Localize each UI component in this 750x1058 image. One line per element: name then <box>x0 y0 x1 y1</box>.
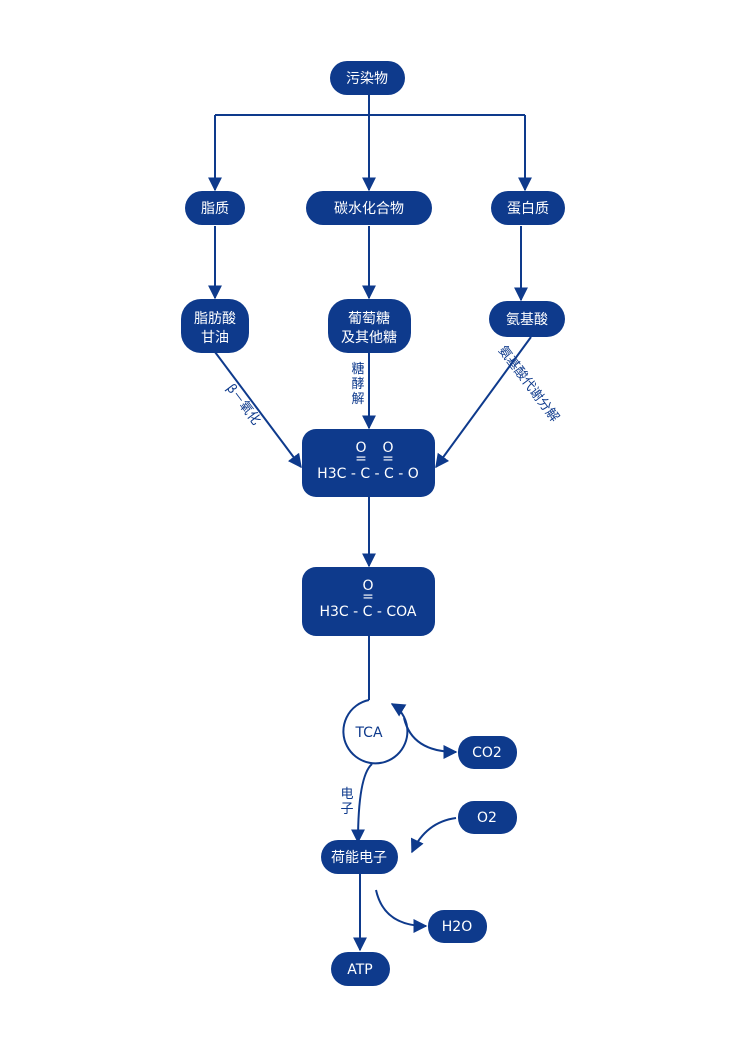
acoa-formula: H3C - C - COA <box>319 604 416 620</box>
node-carrier: 荷能电子 <box>321 840 398 874</box>
node-atp: ATP <box>331 952 390 986</box>
node-o2: O2 <box>458 801 517 834</box>
node-acetyl-coa: O = H3C - C - COA <box>302 567 435 636</box>
label-glycolysis: 糖 酵 解 <box>351 361 364 407</box>
node-protein: 蛋白质 <box>491 191 565 225</box>
node-fatty-acid-line1: 脂肪酸 <box>194 311 236 327</box>
node-glucose-line2: 及其他糖 <box>341 330 397 346</box>
tca-label: TCA <box>354 725 383 741</box>
node-carbohydrate: 碳水化合物 <box>306 191 432 225</box>
edges <box>208 95 532 952</box>
label-amino-decomposition: 氨基酸代谢分解 <box>495 343 563 425</box>
label-electron: 电 子 <box>340 787 353 817</box>
label-glycolysis-c2: 酵 <box>351 377 364 392</box>
edge-carrier-to-h2o <box>375 889 428 933</box>
node-glucose: 葡萄糖 及其他糖 <box>328 299 411 353</box>
node-amino-acid-label: 氨基酸 <box>506 311 548 328</box>
edge-o2-to-carrier <box>410 817 457 854</box>
node-carrier-label: 荷能电子 <box>331 850 387 866</box>
label-glycolysis-c1: 糖 <box>351 361 364 377</box>
node-atp-label: ATP <box>347 962 372 978</box>
edge-aminoacid-to-acetyl <box>435 336 532 469</box>
node-lipid: 脂质 <box>185 191 245 225</box>
node-co2-label: CO2 <box>472 745 502 761</box>
node-h2o: H2O <box>428 910 487 943</box>
acetyl-formula: H3C - C - C - O <box>317 466 419 482</box>
label-electron-c1: 电 <box>340 787 353 802</box>
node-carbohydrate-label: 碳水化合物 <box>334 201 404 217</box>
acetyl-eq2: = <box>382 451 394 467</box>
node-acetyl: O O = = H3C - C - C - O <box>302 429 435 497</box>
node-glucose-line1: 葡萄糖 <box>348 311 390 327</box>
node-o2-label: O2 <box>477 810 497 826</box>
node-pollutant: 污染物 <box>330 61 405 95</box>
node-fatty-acid-line2: 甘油 <box>201 330 229 346</box>
node-h2o-label: H2O <box>442 919 472 935</box>
node-co2: CO2 <box>458 736 517 769</box>
edge-tca-to-carrier <box>351 763 373 844</box>
node-protein-label: 蛋白质 <box>507 201 549 217</box>
acoa-eq: = <box>362 589 374 605</box>
node-fatty-acid: 脂肪酸 甘油 <box>181 299 249 353</box>
label-electron-c2: 子 <box>340 802 353 817</box>
edge-tca-to-co2 <box>403 717 458 759</box>
acoa-o: O <box>362 578 373 594</box>
acetyl-eq1: = <box>355 451 367 467</box>
node-lipid-label: 脂质 <box>201 201 229 217</box>
acetyl-o1: O <box>355 440 366 456</box>
node-pollutant-label: 污染物 <box>346 71 388 87</box>
node-amino-acid: 氨基酸 <box>489 301 565 337</box>
edge-fattyacid-to-acetyl <box>214 351 302 469</box>
label-glycolysis-c3: 解 <box>351 392 364 407</box>
acetyl-o2: O <box>382 440 393 456</box>
